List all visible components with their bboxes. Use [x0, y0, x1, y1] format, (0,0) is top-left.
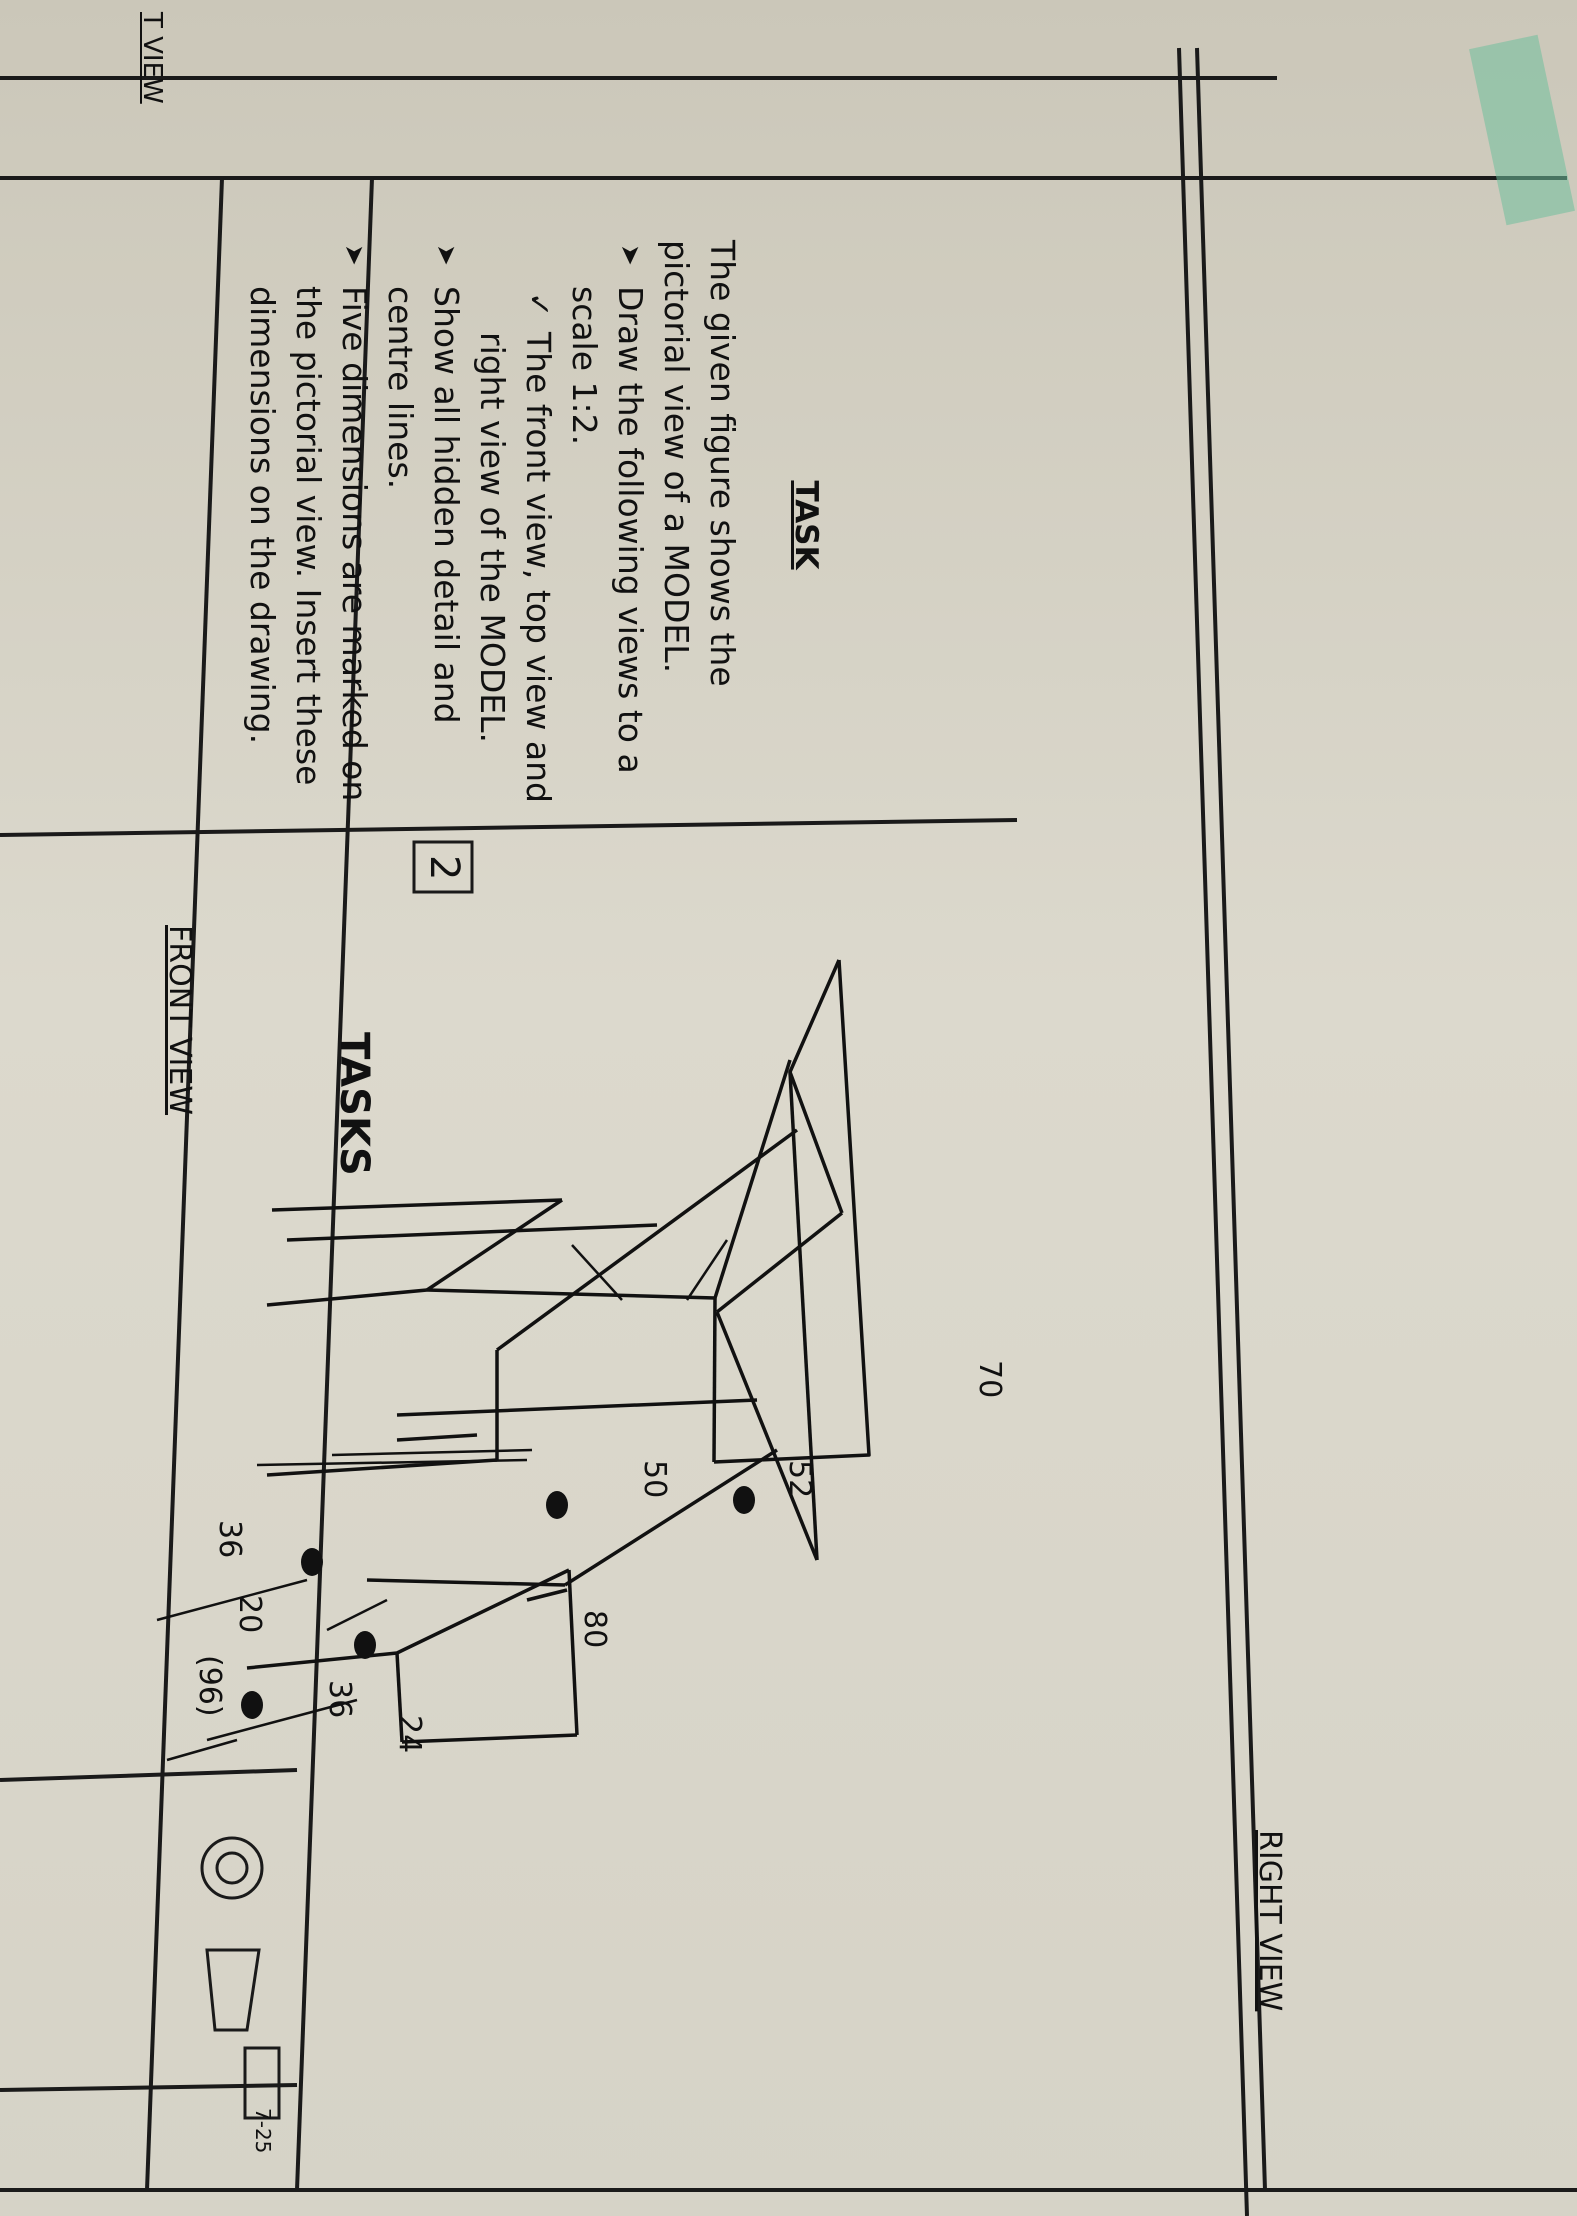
dim-52: 52	[782, 1460, 817, 1499]
task-intro: The given figure shows the pictorial vie…	[657, 240, 742, 687]
dim-96: (96)	[192, 1655, 227, 1717]
task-number: 2	[421, 855, 467, 881]
dim-70: 70	[972, 1360, 1007, 1399]
header-title: TASKS	[331, 1032, 377, 1176]
bullet-hidden-detail: Show all hidden detail and centre lines.	[377, 240, 469, 810]
sub-bullet-views: The front view, top view and right view …	[469, 240, 561, 810]
dimension-markers	[241, 1486, 755, 1719]
dim-36-right: 36	[322, 1680, 357, 1719]
projection-symbol-icon	[200, 1836, 281, 2120]
task-heading: TASK	[788, 480, 824, 570]
dimension-lines	[156, 1239, 729, 1762]
bullet-draw-views: Draw the following views to a scale 1:2.	[561, 240, 653, 810]
front-view-label: FRONT VIEW	[162, 925, 197, 1116]
dim-36-left: 36	[212, 1520, 247, 1559]
pictorial-model	[246, 959, 871, 1744]
page-ref: 7-25	[251, 2108, 275, 2154]
side-view-label: T VIEW	[137, 12, 167, 104]
dim-20: 20	[232, 1595, 267, 1634]
dim-24: 24	[392, 1715, 427, 1754]
right-view-label: RIGHT VIEW	[1252, 1830, 1287, 2012]
dim-50: 50	[637, 1460, 672, 1499]
bullet-dimensions: Five dimensions are marked on the pictor…	[239, 240, 377, 810]
task-number-box	[412, 840, 474, 894]
dim-80: 80	[577, 1610, 612, 1649]
task-instructions: TASK The given figure shows the pictoria…	[239, 240, 829, 810]
